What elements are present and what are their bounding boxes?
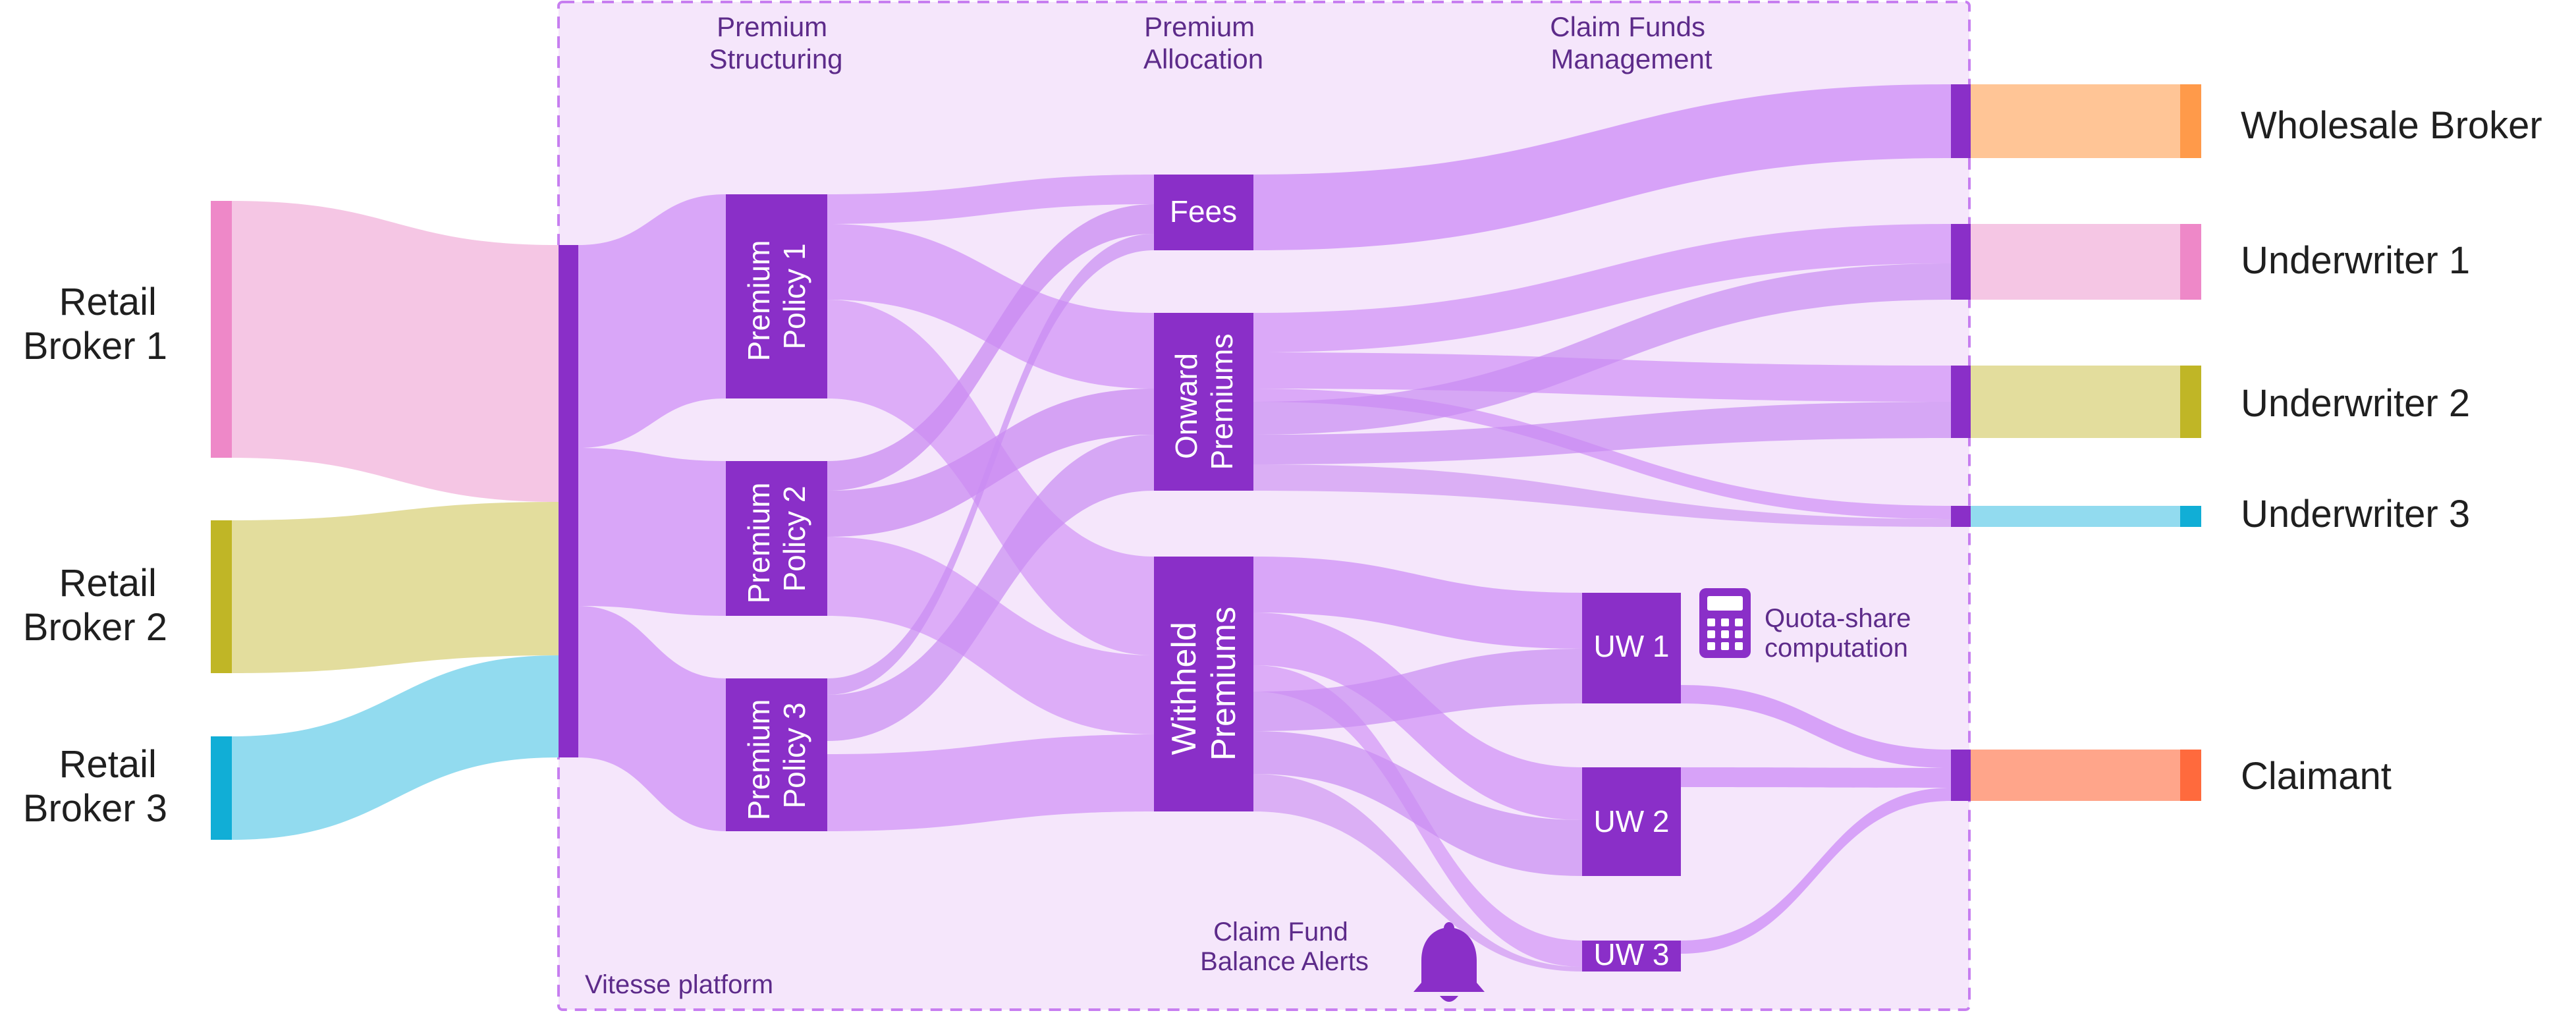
flow-retail-broker-2 [232, 502, 559, 673]
allocation-node-fees [1154, 175, 1253, 250]
source-label-retail-broker-1: Retail Broker 1 [23, 281, 167, 368]
source-node-retail-broker-1 [211, 201, 232, 458]
node-label-premium-policy-3: Premium Policy 3 [742, 691, 811, 821]
flow-claimant-out [1971, 750, 2180, 801]
policy-node-3 [726, 678, 827, 831]
source-label-retail-broker-2: Retail Broker 2 [23, 562, 167, 649]
nodes [211, 84, 2201, 972]
flow-withheld-uw-1b [1253, 649, 1582, 731]
flow-policy-3-fees [827, 234, 1154, 695]
flow-underwriter-2-out [1971, 366, 2180, 438]
flow-policy-1-fees [827, 175, 1154, 224]
aggregate-node [559, 245, 578, 757]
destination-cap-underwriter-3 [2180, 506, 2201, 527]
destination-node-underwriter-2 [1951, 366, 1971, 438]
flow-fees-wholesale [1253, 84, 1951, 250]
destination-label-claimant: Claimant [2241, 755, 2392, 798]
flow-underwriter-3-out [1971, 506, 2180, 527]
flow-policy-3-onward [827, 435, 1154, 741]
policy-node-1 [726, 194, 827, 398]
destination-label-underwriter-3: Underwriter 3 [2241, 493, 2470, 535]
destination-label-underwriter-1: Underwriter 1 [2241, 239, 2470, 282]
node-label-onward-premiums: Onward Premiums [1169, 333, 1239, 470]
flow-onward-underwriter-1 [1253, 224, 1951, 352]
node-label-premium-policy-2: Premium Policy 2 [742, 474, 811, 604]
flow-policy-1-onward [827, 224, 1154, 389]
flow-policy-2-fees [827, 204, 1154, 491]
destination-node-claimant [1951, 750, 1971, 801]
destination-label-underwriter-2: Underwriter 2 [2241, 382, 2470, 425]
destination-cap-wholesale [2180, 84, 2201, 158]
flow-withheld-uw-3b [1253, 774, 1582, 972]
node-label-withheld-premiums: Withheld Premiums [1165, 607, 1243, 761]
node-label-fees: Fees [1170, 194, 1237, 229]
uw-fund-node-2 [1582, 767, 1681, 876]
flow-onward-underwriter-2b [1253, 402, 1951, 464]
destination-cap-underwriter-2 [2180, 366, 2201, 438]
destination-node-underwriter-1 [1951, 224, 1971, 300]
uw-fund-node-3 [1582, 941, 1681, 972]
flow-bands [232, 84, 2180, 972]
flow-retail-broker-3 [232, 655, 559, 840]
calculator-icon [1699, 588, 1751, 658]
platform-label: Vitesse platform [585, 970, 773, 999]
source-label-retail-broker-3: Retail Broker 3 [23, 743, 167, 830]
stage-label-premium-allocation: Premium Allocation [1143, 11, 1263, 74]
stage-label-claim-funds-management: Claim Funds Management [1550, 11, 1713, 74]
policy-node-2 [726, 461, 827, 616]
flow-retail-broker-1 [232, 201, 559, 502]
source-node-retail-broker-2 [211, 520, 232, 673]
flow-aggregate-policy-3 [578, 606, 726, 831]
flow-onward-underwriter-3 [1253, 389, 1951, 519]
destination-cap-underwriter-1 [2180, 224, 2201, 300]
node-label-premium-policy-1: Premium Policy 1 [742, 232, 811, 362]
destination-node-wholesale [1951, 84, 1971, 158]
flow-uw-2-claimant [1681, 767, 1951, 788]
stage-label-premium-structuring: Premium Structuring [709, 11, 842, 74]
flow-underwriter-1-out [1971, 224, 2180, 300]
node-label-uw-1: UW 1 [1594, 629, 1670, 663]
flow-onward-underwriter-1b [1253, 263, 1951, 435]
uw-fund-node-1 [1582, 593, 1681, 703]
flow-policy-2-withheld [827, 537, 1154, 734]
flow-policy-3-withheld [827, 734, 1154, 831]
flow-withheld-uw-2b [1253, 731, 1582, 876]
destination-node-underwriter-3 [1951, 506, 1971, 527]
node-label-uw-2: UW 2 [1594, 804, 1670, 838]
destination-cap-claimant [2180, 750, 2201, 801]
flow-withheld-uw-1 [1253, 557, 1582, 649]
flow-uw-3-claimant [1681, 788, 1951, 954]
allocation-node-withheld [1154, 557, 1253, 811]
flow-uw-1-claimant [1681, 685, 1951, 768]
flow-aggregate-policy-1 [578, 194, 726, 448]
destination-label-wholesale-broker: Wholesale Broker [2241, 104, 2542, 147]
allocation-node-onward [1154, 313, 1253, 491]
flow-onward-underwriter-3b [1253, 464, 1951, 527]
flow-aggregate-policy-2 [578, 448, 726, 616]
bell-icon [1413, 922, 1485, 1002]
quota-share-annotation: Quota-share computation [1765, 604, 1918, 663]
node-label-uw-3: UW 3 [1594, 937, 1670, 972]
source-node-retail-broker-3 [211, 736, 232, 840]
flow-wholesale-out [1971, 84, 2180, 158]
balance-alerts-annotation: Claim Fund Balance Alerts [1200, 917, 1369, 976]
